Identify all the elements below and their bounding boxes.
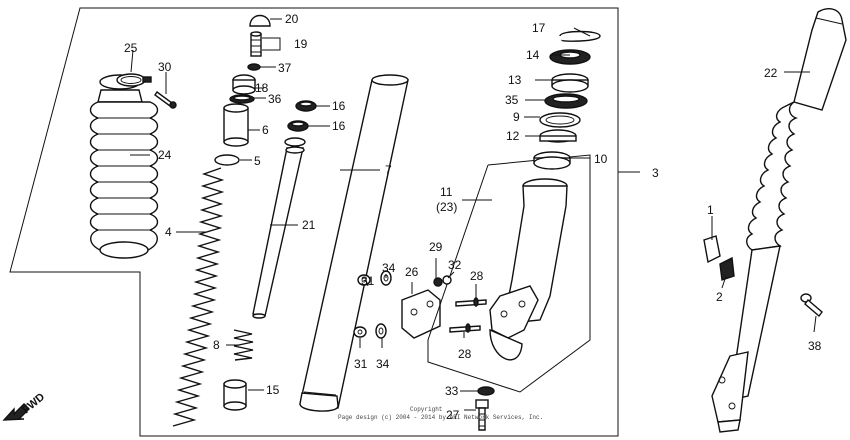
callout-35: 35 bbox=[505, 93, 519, 107]
callout-16a: 16 bbox=[332, 99, 346, 113]
callout-7: 7 bbox=[385, 163, 392, 177]
callout-30: 30 bbox=[158, 60, 172, 74]
oring-37[interactable] bbox=[247, 63, 261, 71]
rebound-spring-8[interactable] bbox=[233, 329, 254, 361]
stud-bolt-28a[interactable] bbox=[455, 297, 487, 307]
oil-seal-16a[interactable] bbox=[295, 100, 317, 112]
fwd-direction-indicator: FWD bbox=[2, 391, 47, 421]
callout-1: 1 bbox=[707, 203, 714, 217]
callout-33: 33 bbox=[445, 384, 459, 398]
guide-bushing-12[interactable] bbox=[539, 129, 577, 143]
callout-18: 18 bbox=[255, 81, 269, 95]
callout-20: 20 bbox=[285, 12, 299, 26]
leader-lines bbox=[130, 18, 817, 411]
oil-seal-16b[interactable] bbox=[287, 120, 309, 132]
callout-15: 15 bbox=[266, 383, 280, 397]
back-up-ring-9[interactable] bbox=[539, 112, 581, 128]
callout-11: 11 bbox=[440, 185, 453, 199]
callout-25: 25 bbox=[124, 41, 138, 55]
callout-22: 22 bbox=[764, 66, 778, 80]
fork-pipe-7[interactable] bbox=[299, 74, 409, 412]
callout-17: 17 bbox=[532, 21, 546, 35]
valve-cap-20[interactable] bbox=[249, 14, 271, 27]
callout-16b: 16 bbox=[332, 119, 346, 133]
socket-bolt-27[interactable] bbox=[475, 399, 489, 431]
fork-boot-24[interactable] bbox=[89, 74, 159, 259]
callout-34b: 34 bbox=[376, 357, 390, 371]
callout-10: 10 bbox=[594, 152, 608, 166]
damper-rod-21[interactable] bbox=[252, 137, 306, 319]
callout-26: 26 bbox=[405, 265, 419, 279]
clamp-bolt-30[interactable] bbox=[154, 91, 177, 109]
callout-24: 24 bbox=[158, 148, 172, 162]
dust-seal-14[interactable] bbox=[549, 49, 591, 65]
spacer-6[interactable] bbox=[223, 103, 249, 147]
callout-13: 13 bbox=[508, 73, 522, 87]
oil-seal-35[interactable] bbox=[544, 93, 588, 109]
callout-11-alt: (23) bbox=[436, 200, 457, 214]
callout-9: 9 bbox=[513, 110, 520, 124]
assembly-frame bbox=[9, 7, 619, 437]
stud-bolt-28b[interactable] bbox=[449, 323, 481, 333]
callout-6: 6 bbox=[262, 123, 269, 137]
callout-36: 36 bbox=[268, 92, 282, 106]
callout-4: 4 bbox=[165, 225, 172, 239]
air-valve-19[interactable] bbox=[250, 31, 262, 57]
fork-spring-4[interactable] bbox=[172, 167, 225, 427]
callout-29: 29 bbox=[429, 240, 443, 254]
callout-32: 32 bbox=[448, 258, 462, 272]
callout-31a: 31 bbox=[361, 274, 375, 288]
callout-34a: 34 bbox=[382, 261, 396, 275]
callout-38: 38 bbox=[808, 339, 822, 353]
callout-3: 3 bbox=[652, 166, 659, 180]
copyright-notice: Copyright Page design (c) 2004 - 2014 by… bbox=[338, 406, 543, 421]
nut-31b[interactable] bbox=[353, 326, 367, 338]
fork-assembly-22[interactable] bbox=[711, 8, 847, 433]
callout-14: 14 bbox=[526, 48, 540, 62]
copyright-line-2: Page design (c) 2004 - 2014 by ARI Netwo… bbox=[338, 414, 543, 421]
callout-27: 27 bbox=[446, 408, 460, 422]
oil-lock-piece-15[interactable] bbox=[223, 379, 247, 411]
drain-bolt-29[interactable] bbox=[433, 277, 443, 287]
boot-clamp-25[interactable] bbox=[116, 73, 152, 87]
washer-33[interactable] bbox=[477, 386, 495, 396]
reflector-bracket-2[interactable] bbox=[719, 256, 735, 281]
callout-labels: 1 2 3 4 5 6 7 8 9 10 11 (23) 12 13 14 15… bbox=[124, 12, 822, 422]
circlip-17[interactable] bbox=[559, 30, 601, 42]
washer-34b[interactable] bbox=[375, 323, 387, 339]
seal-retainer-13[interactable] bbox=[551, 73, 589, 93]
bolt-38[interactable] bbox=[800, 293, 823, 318]
callout-2: 2 bbox=[716, 290, 723, 304]
callout-31b: 31 bbox=[354, 357, 368, 371]
fork-slider-11[interactable] bbox=[489, 178, 568, 361]
washer-32[interactable] bbox=[442, 275, 452, 285]
callout-28a: 28 bbox=[470, 269, 484, 283]
callout-8: 8 bbox=[213, 338, 220, 352]
spring-seat-5[interactable] bbox=[214, 154, 240, 166]
callout-12: 12 bbox=[506, 129, 520, 143]
fwd-arrow-icon bbox=[2, 403, 30, 421]
callout-37: 37 bbox=[278, 61, 292, 75]
callout-19: 19 bbox=[294, 37, 308, 51]
copyright-line-1: Copyright bbox=[410, 406, 442, 413]
oring-36[interactable] bbox=[229, 94, 255, 104]
slider-bushing-10[interactable] bbox=[533, 151, 571, 170]
axle-holder-26[interactable] bbox=[401, 289, 441, 339]
callout-5: 5 bbox=[254, 154, 261, 168]
callout-21: 21 bbox=[302, 218, 316, 232]
slider-frame bbox=[427, 154, 591, 393]
callout-28b: 28 bbox=[458, 347, 472, 361]
fwd-label: FWD bbox=[20, 391, 47, 416]
fork-cap-bolt-18[interactable] bbox=[232, 74, 256, 95]
